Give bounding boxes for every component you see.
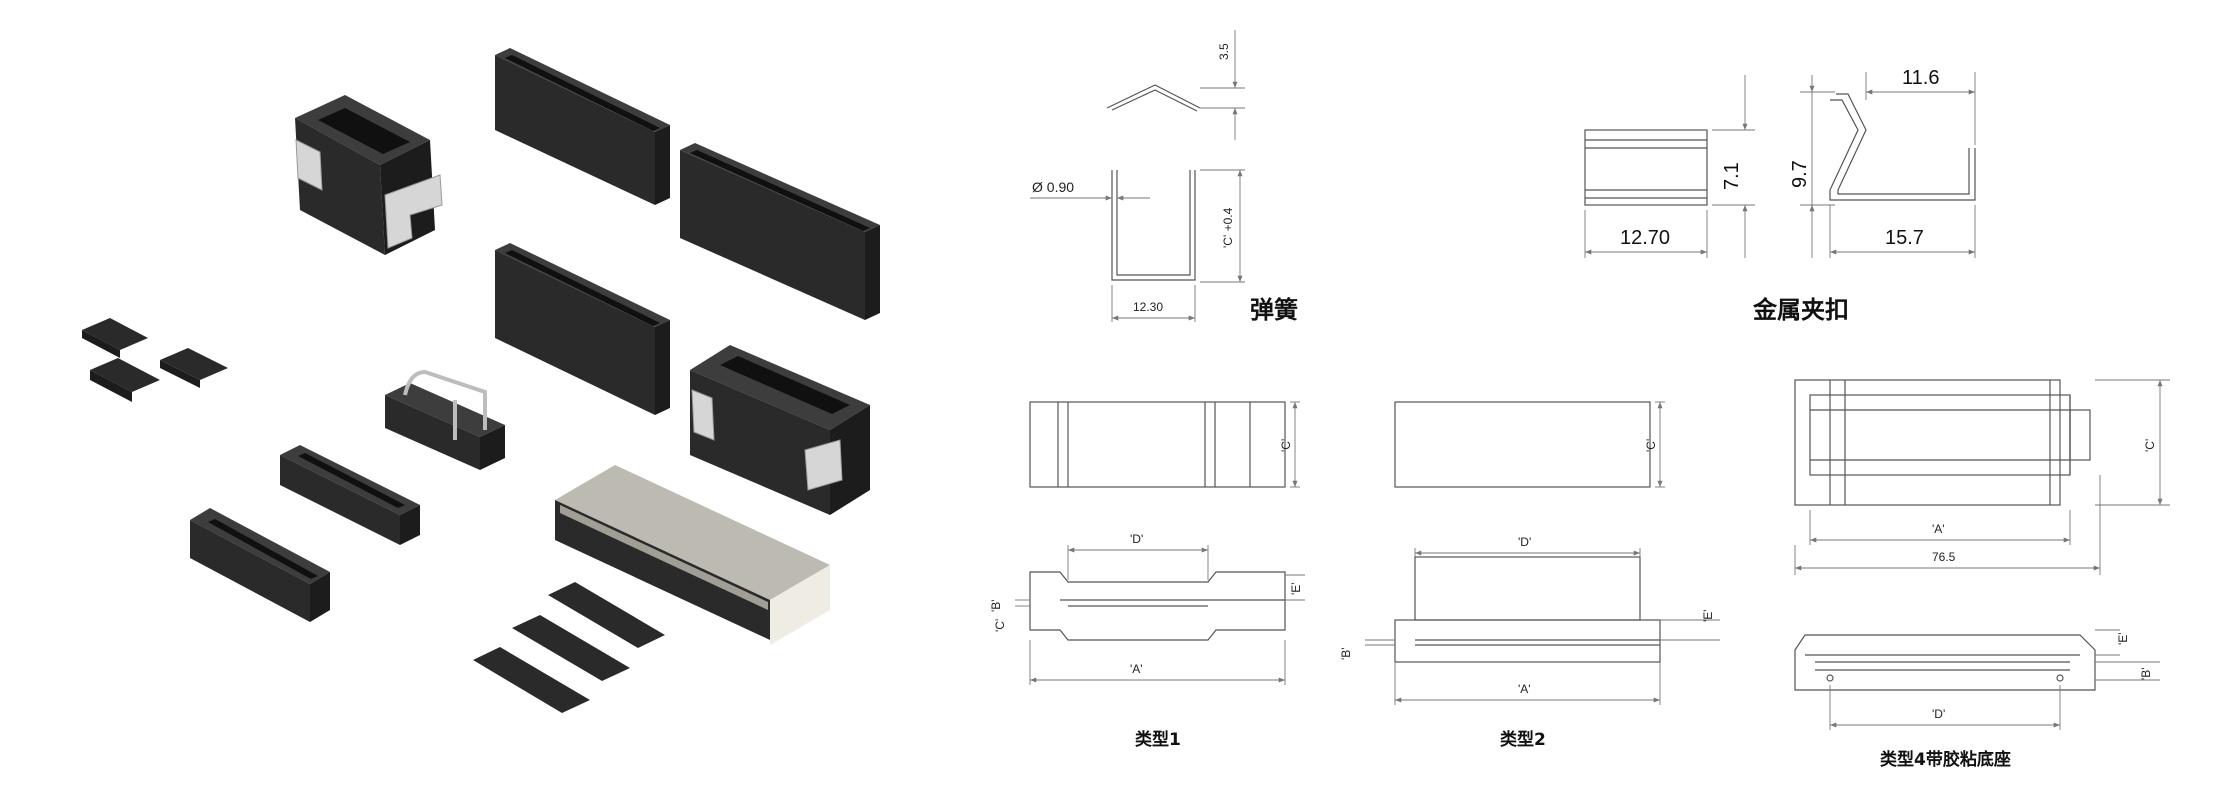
clip-top-label: 11.6 <box>1902 67 1939 89</box>
type4-total-label: 76.5 <box>1932 550 1956 564</box>
type4-b-label: 'B' <box>2139 667 2153 680</box>
medium-block-1 <box>280 445 420 545</box>
spring-caption: 弹簧 <box>1250 296 1298 324</box>
type2-c-label: 'C' <box>1644 439 1658 452</box>
steel-block <box>555 465 830 645</box>
clipped-block-2 <box>690 345 870 515</box>
type2-a-label: 'A' <box>1518 682 1531 696</box>
spring-height-label: 3.5 <box>1217 43 1231 60</box>
type1-drawing: 'C' 'D' 'B' 'C' 'E' 'A' 类型1 <box>989 401 1305 750</box>
product-renders <box>82 48 880 713</box>
type2-e-label: 'E' <box>1701 609 1715 622</box>
type4-caption: 类型4带胶粘底座 <box>1880 749 2011 770</box>
flat-block-3 <box>495 243 670 415</box>
clip-caption: 金属夹扣 <box>1752 296 1849 324</box>
spring-drawing: 3.5 Ø 0.90 'C' +0.4 12.30 弹簧 <box>1030 30 1298 324</box>
type1-e-label: 'E' <box>1289 582 1303 595</box>
spring-width-label: 12.30 <box>1133 300 1163 314</box>
type1-b-label: 'B' <box>989 599 1003 612</box>
type1-c2-label: 'C' <box>993 619 1007 632</box>
type1-caption: 类型1 <box>1135 729 1181 750</box>
clip-front-height-label: 7.1 <box>1721 162 1743 190</box>
flat-block-1 <box>495 48 670 205</box>
spring-block <box>385 369 505 470</box>
clip-front-width-label: 12.70 <box>1620 227 1670 249</box>
flat-pads <box>473 582 665 713</box>
type4-a-label: 'A' <box>1932 522 1945 536</box>
type4-c-label: 'C' <box>2143 439 2157 452</box>
type1-c-label: 'C' <box>1279 439 1293 452</box>
medium-block-2 <box>190 508 330 622</box>
type4-e-label: 'E' <box>2116 632 2130 645</box>
clip-drawing: 12.70 7.1 9.7 11.6 15.7 金属夹扣 <box>1584 67 1976 324</box>
spring-wire-label: Ø 0.90 <box>1032 179 1074 195</box>
clip-side-height-label: 9.7 <box>1789 160 1811 188</box>
type4-d-label: 'D' <box>1932 707 1945 721</box>
flat-block-2 <box>680 143 880 320</box>
type2-drawing: 'C' 'D' 'B' 'E' 'A' 类型2 <box>1339 401 1720 750</box>
spring-leg-label: 'C' +0.4 <box>1221 207 1235 248</box>
clipped-block-1 <box>295 95 443 255</box>
clip-bottom-label: 15.7 <box>1885 227 1924 249</box>
type1-a-label: 'A' <box>1130 662 1143 676</box>
type2-caption: 类型2 <box>1500 729 1546 750</box>
type1-d-label: 'D' <box>1130 532 1143 546</box>
type2-d-label: 'D' <box>1518 535 1531 549</box>
type4-drawing: 'C' 'A' 76.5 'E' 'B' 'D' 类型4带胶粘底座 <box>1794 379 2170 770</box>
type2-b-label: 'B' <box>1339 647 1353 660</box>
small-pads <box>82 318 228 402</box>
